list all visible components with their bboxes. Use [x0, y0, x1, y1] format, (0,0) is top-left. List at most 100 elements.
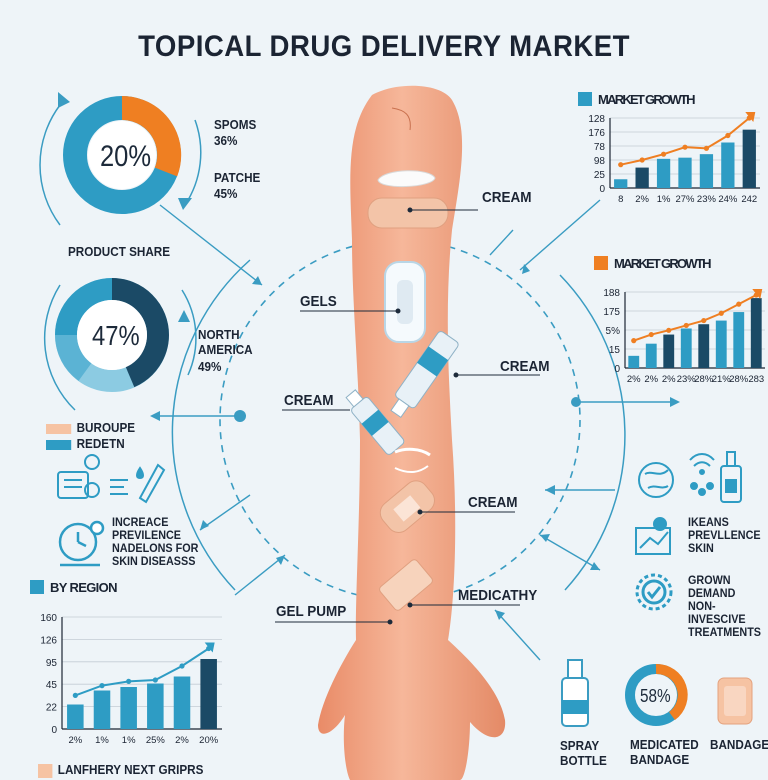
x-tick-label: 25% [146, 735, 166, 746]
bar [67, 704, 84, 729]
trend-point [152, 677, 158, 683]
donut2-value: 49% [198, 359, 222, 374]
trend-point [725, 132, 731, 139]
label-cream-left: CREAM [284, 392, 334, 409]
dropper-icon [110, 463, 166, 504]
y-tick-label: 160 [40, 613, 57, 624]
donut1-value-a: 36% [214, 133, 238, 148]
legend-item-1: BUROUPE [46, 420, 135, 435]
trend-point [99, 683, 105, 689]
bar [663, 334, 675, 368]
chart-title: MARKET GROWTH [598, 92, 696, 107]
product-share-heading: PRODUCT SHARE [68, 244, 171, 259]
trend-point [718, 310, 724, 316]
trend-point [660, 151, 667, 157]
spray-bottle-icon [561, 659, 589, 727]
chart-title-swatch [30, 580, 44, 594]
clipboard-icon [57, 454, 100, 499]
label-cream-top: CREAM [482, 189, 532, 206]
trend-point [701, 317, 707, 324]
bandage-icon-low [379, 559, 433, 611]
x-tick-label: 1% [122, 735, 136, 746]
tube-icon-right [390, 331, 459, 419]
trend-arrowhead [745, 112, 756, 122]
x-tick-label: 2% [175, 735, 189, 746]
y-tick-label: 0 [614, 364, 620, 375]
x-tick-label: 23% [697, 194, 717, 205]
y-tick-label: 98 [594, 156, 606, 167]
bar [750, 298, 762, 368]
medicated-center: 58% [640, 686, 671, 706]
trend-line [633, 294, 757, 342]
bottom-legend: LANFHERY NEXT GRIPRS [38, 762, 203, 778]
donut-chart-bandage [625, 663, 688, 726]
bar [635, 167, 649, 188]
y-tick-label: 176 [588, 128, 605, 139]
label-cream-mid: CREAM [468, 494, 518, 511]
bar [733, 312, 745, 368]
y-tick-label: 0 [599, 184, 605, 195]
y-tick-label: 175 [603, 307, 620, 318]
x-tick-label: 2% [627, 374, 641, 385]
bar [645, 343, 657, 368]
x-tick-label: 28% [729, 374, 749, 385]
donut1-label-b: PATCHE [214, 170, 261, 185]
x-tick-label: 2% [68, 735, 82, 746]
x-tick-label: 283 [748, 374, 764, 385]
spray-bottle-label: SPRAY BOTTLE [560, 738, 607, 768]
x-tick-label: 27% [675, 194, 695, 205]
trend-point [179, 663, 185, 669]
y-tick-label: 128 [588, 114, 605, 125]
bar [715, 320, 727, 368]
y-tick-label: 78 [594, 142, 606, 153]
arm [318, 85, 506, 780]
trend-point [639, 157, 645, 163]
label-gels: GELS [300, 293, 337, 310]
trend-point [618, 162, 624, 168]
donut2-center: 47% [92, 320, 140, 351]
donut2-label: NORTH AMERICA [198, 327, 253, 357]
trend-point [666, 327, 672, 333]
medicated-label: MEDICATED BANDAGE [630, 737, 699, 767]
globe-icon [638, 462, 674, 498]
bar [614, 179, 628, 188]
trend-point [631, 338, 637, 344]
chart-title: MARKET GROWTH [614, 256, 712, 271]
trend-point [682, 144, 688, 150]
bar [742, 129, 756, 188]
y-tick-label: 45 [46, 680, 58, 691]
x-tick-label: 21% [712, 374, 732, 385]
bar [698, 324, 710, 368]
outer-arc-right [559, 274, 626, 591]
trend-point [72, 692, 78, 699]
y-tick-label: 126 [40, 635, 57, 646]
bar [628, 355, 640, 368]
cream-blob-icon [377, 170, 436, 188]
x-tick-label: 242 [741, 194, 757, 205]
bar [147, 683, 164, 729]
y-tick-label: 95 [46, 658, 58, 669]
donut-chart-2 [43, 278, 197, 411]
outer-arc-left [171, 259, 251, 591]
donut-chart-1 [39, 92, 202, 226]
chart-title-swatch [594, 256, 608, 270]
x-tick-label: 23% [677, 374, 697, 385]
bottle-icon [720, 451, 742, 503]
demand-text: GROWN DEMAND NON-INVESCIVE TREATMENTS [688, 573, 761, 639]
y-tick-label: 15 [609, 345, 621, 356]
clock-icon [58, 520, 105, 567]
trend-arrowhead [204, 642, 215, 653]
trend-point [126, 678, 132, 685]
y-tick-label: 0 [51, 725, 57, 736]
page-title: TOPICAL DRUG DELIVERY MARKET [138, 30, 630, 63]
x-tick-label: 8 [618, 194, 623, 205]
chart-title-swatch [578, 92, 592, 106]
x-tick-label: 1% [657, 194, 671, 205]
x-tick-label: 1% [95, 735, 109, 746]
gear-check-icon [635, 573, 673, 611]
wifi-drops-icon [689, 453, 715, 496]
y-tick-label: 188 [603, 288, 620, 299]
bar [656, 158, 671, 188]
